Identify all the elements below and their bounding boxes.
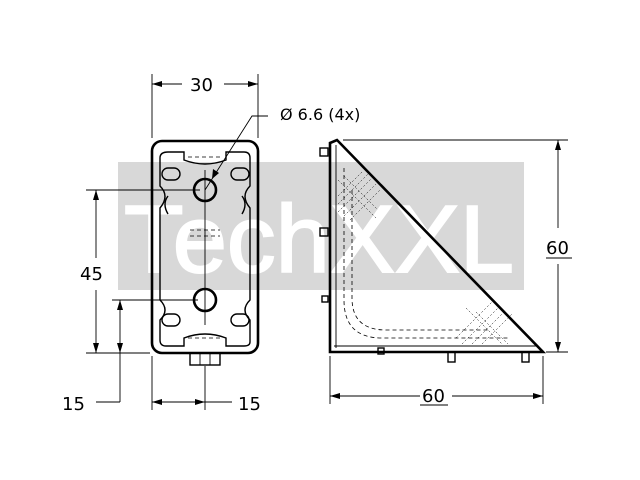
arrow — [93, 190, 99, 200]
watermark-text: TechXXL — [124, 186, 514, 293]
slot-bottom-right — [230, 313, 250, 327]
watermark: TechXXL — [118, 162, 524, 294]
arrow — [117, 343, 123, 353]
side-tab — [521, 351, 530, 363]
side-tab — [321, 295, 329, 303]
side-tab — [319, 147, 329, 157]
side-hidden-pocket — [343, 168, 508, 339]
slot-mid-right — [241, 195, 246, 215]
side-tab — [377, 347, 385, 355]
arrow — [330, 393, 340, 399]
slot-mid-left — [164, 195, 169, 215]
arrow — [93, 343, 99, 353]
rib-hatch-bottom — [455, 299, 513, 345]
dim-hole-spec: Ø 6.6 (4x) — [280, 105, 360, 124]
slot-bottom-left — [161, 313, 181, 327]
arrow — [555, 140, 561, 150]
side-view — [319, 138, 547, 363]
arrow — [152, 81, 162, 87]
front-dimensions: 30 Ø 6.6 (4x) 45 15 15 — [62, 74, 360, 415]
watermark-box — [118, 162, 524, 290]
arrow — [248, 81, 258, 87]
side-dimensions: 60 60 — [329, 139, 572, 407]
dim-side-width: 60 — [422, 386, 445, 407]
arrow — [195, 399, 205, 405]
rib-hatch-top — [337, 171, 381, 221]
dim-height-left: 45 — [80, 264, 103, 285]
arrow — [117, 300, 123, 310]
side-tab — [319, 227, 329, 237]
arrow — [152, 399, 162, 405]
hole-leader — [204, 115, 268, 191]
slot-top-right — [230, 167, 250, 181]
side-hidden-pocket — [351, 190, 490, 331]
bottom-nub — [189, 352, 221, 366]
arrow — [212, 169, 219, 179]
dim-side-height: 60 — [546, 238, 569, 259]
front-inner-outline — [159, 151, 251, 347]
side-tab — [447, 351, 456, 363]
slot-top-left — [161, 167, 181, 181]
front-view — [150, 139, 260, 366]
arrow — [533, 393, 543, 399]
side-outline — [328, 138, 547, 354]
dim-top-width: 30 — [190, 75, 213, 96]
dim-bottom-right: 15 — [238, 394, 261, 415]
arrow — [555, 342, 561, 352]
dim-bottom-left: 15 — [62, 394, 85, 415]
